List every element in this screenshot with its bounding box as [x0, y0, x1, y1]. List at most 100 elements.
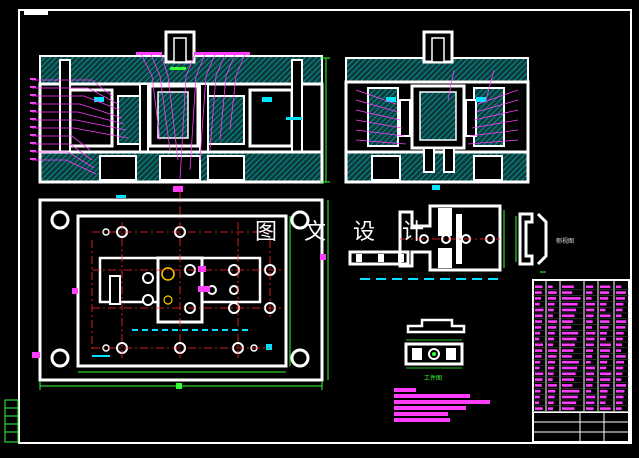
parts-row-text — [562, 401, 577, 405]
parts-row-text — [535, 314, 543, 318]
parts-row-text — [586, 308, 595, 312]
parts-row-text — [586, 297, 592, 300]
parts-row-text — [616, 384, 626, 387]
parts-row-text — [600, 372, 612, 376]
parts-row-text — [600, 285, 611, 289]
plan-view-center-lines — [91, 190, 284, 360]
parts-row-text — [600, 378, 611, 381]
parts-row-text — [562, 337, 577, 341]
parts-row-text — [535, 407, 543, 410]
parts-row-text — [535, 291, 542, 294]
parts-row-text — [535, 378, 543, 381]
front-view-leaders — [32, 51, 247, 181]
parts-row-text — [562, 395, 578, 399]
parts-row-text — [562, 331, 579, 335]
parts-row-text — [548, 355, 557, 358]
parts-row-text — [600, 297, 609, 300]
front-view-leader-ticks — [30, 52, 250, 160]
parts-row-text — [616, 407, 622, 410]
parts-row-text — [600, 355, 609, 358]
parts-row-text — [548, 389, 556, 393]
parts-row-text — [616, 314, 622, 318]
parts-row-text — [548, 349, 558, 352]
parts-row-text — [535, 401, 539, 405]
parts-row-text — [535, 366, 540, 370]
parts-row-text — [616, 343, 622, 347]
parts-row-text — [562, 343, 575, 347]
parts-row-text — [548, 297, 556, 300]
parts-row-text — [535, 372, 544, 376]
side-view-label: 侧视图 — [556, 238, 575, 245]
parts-row-text — [562, 372, 576, 376]
parts-row-text — [616, 378, 622, 381]
parts-row-text — [600, 384, 610, 387]
parts-row-text — [548, 384, 557, 387]
parts-row-text — [600, 337, 606, 341]
parts-row-text — [548, 360, 556, 364]
parts-row-text — [616, 285, 622, 289]
parts-row-text — [586, 343, 594, 347]
parts-row-text — [562, 320, 573, 323]
parts-row-text — [535, 384, 542, 387]
drawing-frame — [18, 9, 632, 444]
technical-notes — [394, 388, 490, 422]
parts-row-text — [535, 285, 543, 289]
parts-row-text — [535, 331, 540, 335]
parts-row-text — [535, 389, 541, 393]
parts-row-text — [616, 372, 623, 376]
parts-row-text — [548, 314, 553, 318]
parts-row-text — [600, 343, 611, 347]
parts-row-text — [600, 407, 611, 410]
parts-row-text — [535, 360, 541, 364]
parts-row-text — [586, 407, 594, 410]
parts-row-text — [586, 349, 593, 352]
parts-row-text — [535, 355, 542, 358]
parts-row-text — [535, 302, 540, 306]
side-part-view — [348, 204, 548, 280]
parts-row-text — [586, 331, 596, 335]
parts-row-text — [600, 308, 606, 312]
parts-row-text — [548, 326, 557, 329]
parts-row-text — [562, 326, 572, 329]
parts-row-text — [586, 291, 593, 294]
parts-row-text — [548, 395, 555, 399]
parts-row-text — [535, 337, 540, 341]
parts-row-text — [616, 389, 625, 393]
parts-row-text — [616, 360, 624, 364]
parts-row-text — [548, 378, 553, 381]
part-view-label: 工件图 — [424, 375, 443, 382]
parts-row-text — [616, 302, 624, 306]
parts-row-text — [548, 372, 554, 376]
plan-view — [32, 195, 329, 390]
parts-row-text — [562, 349, 574, 352]
parts-row-text — [600, 366, 607, 370]
parts-row-text — [548, 343, 554, 347]
parts-row-text — [548, 320, 558, 323]
parts-row-text — [616, 308, 623, 312]
parts-row-text — [616, 291, 626, 294]
parts-row-text — [586, 320, 593, 323]
revision-strip — [4, 399, 19, 443]
parts-row-text — [562, 407, 575, 410]
parts-row-text — [586, 355, 593, 358]
parts-row-text — [616, 349, 622, 352]
parts-row-text — [616, 366, 624, 370]
parts-row-text — [586, 326, 592, 329]
parts-row-text — [562, 285, 574, 289]
parts-row-text — [562, 314, 575, 318]
parts-list-table — [532, 279, 630, 443]
parts-row-text — [616, 331, 624, 335]
parts-row-text — [562, 384, 573, 387]
parts-row-text — [600, 360, 608, 364]
parts-row-text — [616, 297, 625, 300]
parts-row-text — [548, 401, 554, 405]
parts-row-text — [586, 401, 595, 405]
parts-row-text — [586, 302, 596, 306]
parts-row-text — [586, 389, 591, 393]
parts-row-text — [535, 349, 543, 352]
parts-row-text — [562, 355, 572, 358]
parts-row-text — [548, 366, 555, 370]
parts-row-text — [616, 401, 623, 405]
parts-row-text — [600, 349, 610, 352]
parts-row-text — [548, 291, 557, 294]
